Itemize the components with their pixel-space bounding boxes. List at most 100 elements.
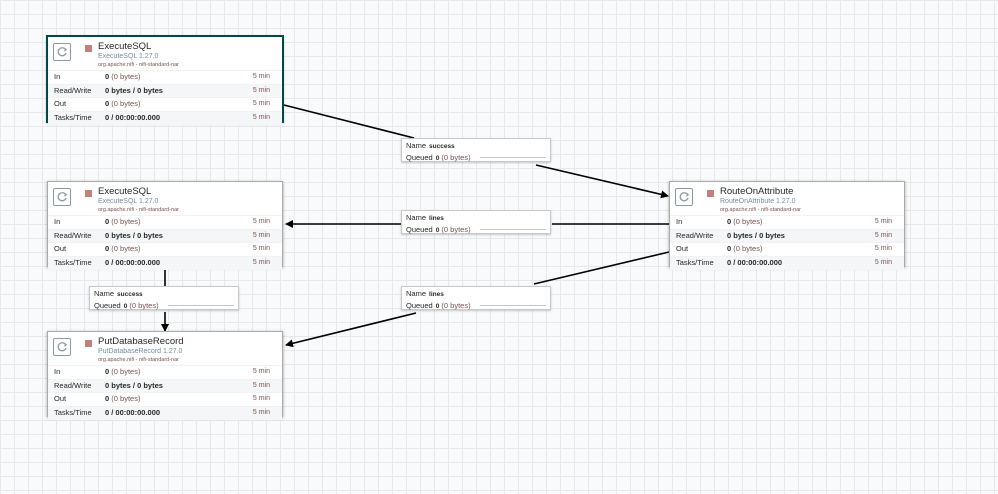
stat-time: 5 min	[252, 259, 270, 267]
processor-icon	[53, 338, 71, 356]
processor-bundle: org.apache.nifi - nifi-standard-nar	[98, 62, 180, 68]
connection-queued-key: Queued	[406, 153, 433, 162]
connection-queued-count: 0	[435, 303, 440, 310]
stat-label: Out	[54, 394, 67, 404]
stopped-icon	[85, 45, 92, 52]
connection-queued-detail: (0 bytes)	[129, 301, 159, 310]
stat-row-out: Out 0 (0 bytes) 5 min	[48, 242, 282, 256]
connection-queued-count: 0	[123, 303, 128, 310]
stat-detail: (0 bytes)	[111, 72, 141, 81]
stat-time: 5 min	[252, 381, 270, 389]
stat-time: 5 min	[252, 409, 270, 417]
connection-name: success	[117, 291, 143, 298]
stat-row-tasks-time: Tasks/Time 0 / 00:00:00.000 5 min	[48, 256, 282, 270]
connection-queued-detail: (0 bytes)	[441, 153, 471, 162]
stat-label: Tasks/Time	[54, 408, 92, 418]
stat-row-read-write: Read/Write 0 bytes / 0 bytes 5 min	[48, 378, 282, 393]
stopped-icon	[85, 190, 92, 197]
connection-name: success	[429, 143, 455, 150]
connection-name: lines	[429, 291, 444, 298]
stat-value: 0 bytes / 0 bytes	[105, 230, 163, 240]
connection-line-lines-2	[533, 251, 670, 285]
connection-queued-count: 0	[435, 227, 440, 234]
stat-detail: (0 bytes)	[111, 367, 141, 376]
connection-queued-detail: (0 bytes)	[441, 225, 471, 234]
stat-value: 0 bytes / 0 bytes	[105, 380, 163, 390]
queue-progress-bar	[480, 305, 546, 306]
processor-icon	[53, 43, 71, 61]
stat-label: Out	[54, 99, 67, 109]
processor-name: ExecuteSQL	[98, 186, 152, 197]
processor-executesql-1[interactable]: ExecuteSQL ExecuteSQL 1.27.0 org.apache.…	[47, 36, 283, 125]
processor-type: RouteOnAttribute 1.27.0	[720, 198, 796, 205]
stat-value: 0	[105, 394, 110, 404]
stat-label: Tasks/Time	[54, 258, 92, 268]
stat-time: 5 min	[874, 245, 892, 253]
stat-value: 0	[105, 217, 110, 226]
stat-value: 0 / 00:00:00.000	[105, 258, 161, 268]
stat-time: 5 min	[874, 259, 892, 267]
stat-time: 5 min	[252, 73, 270, 80]
processor-type: ExecuteSQL 1.27.0	[98, 198, 159, 205]
processor-type: ExecuteSQL 1.27.0	[98, 53, 159, 60]
stat-label: Tasks/Time	[676, 258, 714, 268]
stat-time: 5 min	[252, 245, 270, 253]
connection-queued-count: 0	[435, 155, 440, 162]
stat-value: 0	[105, 244, 110, 254]
queue-progress-bar	[480, 157, 546, 158]
connection-name-key: Name	[406, 213, 427, 222]
stat-value: 0	[727, 217, 732, 226]
stat-label: Out	[54, 244, 67, 254]
processor-bundle: org.apache.nifi - nifi-standard-nar	[98, 357, 180, 363]
stat-label: In	[676, 217, 683, 226]
stat-time: 5 min	[252, 114, 270, 122]
stat-row-tasks-time: Tasks/Time 0 / 00:00:00.000 5 min	[48, 406, 282, 420]
connection-name-key: Name	[94, 289, 115, 298]
stat-time: 5 min	[874, 231, 892, 239]
stat-detail: (0 bytes)	[111, 394, 141, 404]
stat-label: Read/Write	[54, 380, 92, 390]
stat-value: 0 / 00:00:00.000	[105, 408, 161, 418]
processor-executesql-2[interactable]: ExecuteSQL ExecuteSQL 1.27.0 org.apache.…	[47, 181, 283, 270]
connection-queued-key: Queued	[94, 301, 121, 310]
stat-value: 0	[727, 244, 732, 254]
stat-value: 0	[105, 367, 110, 376]
processor-routeonattribute[interactable]: RouteOnAttribute RouteOnAttribute 1.27.0…	[669, 181, 905, 270]
processor-stats: In 0 (0 bytes) 5 min Read/Write 0 bytes / 0…	[670, 215, 904, 270]
processor-icon	[53, 188, 71, 206]
stat-label: Tasks/Time	[54, 113, 92, 123]
stat-time: 5 min	[252, 368, 270, 375]
stat-time: 5 min	[252, 218, 270, 225]
connection-name-key: Name	[406, 289, 427, 298]
processor-name: RouteOnAttribute	[720, 186, 794, 197]
processor-type: PutDatabaseRecord 1.27.0	[98, 348, 183, 355]
stat-detail: (0 bytes)	[733, 244, 763, 254]
connection-line-success-1	[283, 104, 415, 139]
connection-line-success-1b	[535, 164, 669, 199]
processor-name: ExecuteSQL	[98, 41, 152, 52]
processor-putdatabaserecord[interactable]: PutDatabaseRecord PutDatabaseRecord 1.27…	[47, 331, 283, 420]
stat-time: 5 min	[252, 100, 270, 108]
stat-label: Read/Write	[676, 230, 714, 240]
stat-label: In	[54, 367, 61, 376]
stat-value: 0 bytes / 0 bytes	[727, 230, 785, 240]
stat-detail: (0 bytes)	[111, 244, 141, 254]
stat-row-in: In 0 (0 bytes) 5 min	[48, 365, 282, 379]
stopped-icon	[85, 340, 92, 347]
stat-value: 0	[105, 72, 110, 81]
processor-icon	[675, 188, 693, 206]
